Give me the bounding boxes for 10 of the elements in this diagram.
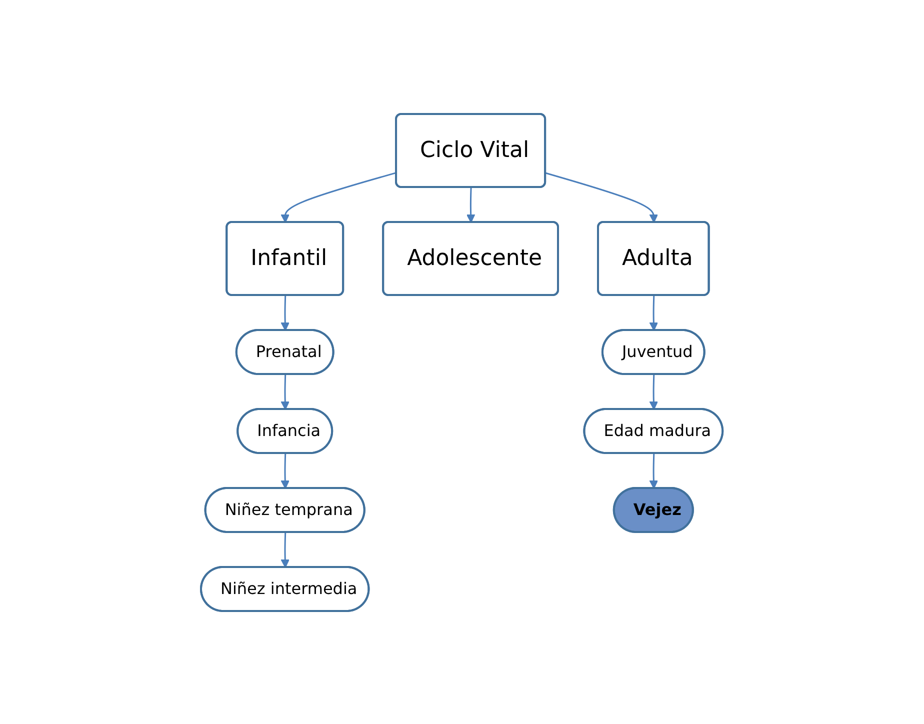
arrow xyxy=(650,294,658,330)
arrow xyxy=(650,374,658,410)
arrow xyxy=(650,452,658,488)
arrow xyxy=(280,452,290,488)
arrow xyxy=(546,172,658,222)
arrow xyxy=(280,532,290,568)
arrow xyxy=(466,186,476,222)
arrow xyxy=(280,294,290,330)
arrow xyxy=(280,171,397,222)
arrow xyxy=(280,374,290,410)
